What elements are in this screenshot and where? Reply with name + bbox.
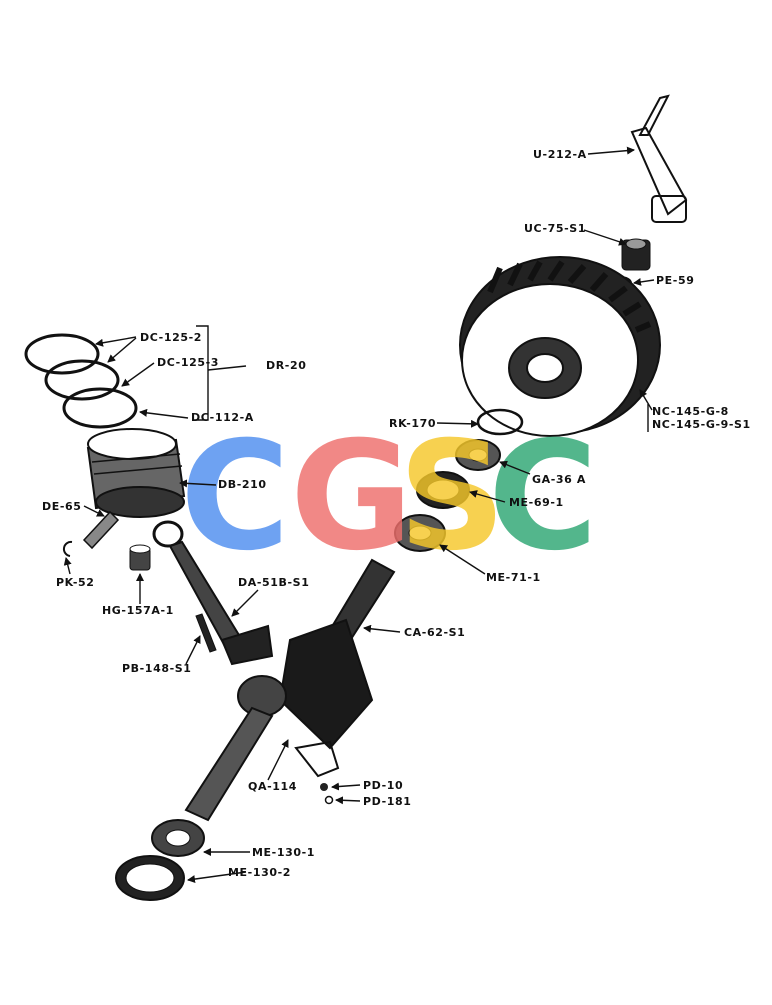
label-hg-157a-1: HG-157A-1 [102,604,174,617]
part-labels: U-212-A UC-75-S1 PE-59 NC-145-G-8 NC-145… [42,148,751,879]
label-dc-112-a: DC-112-A [191,411,254,424]
label-pd-10: PD-10 [363,779,403,792]
oil-dipper [294,740,340,778]
label-db-210: DB-210 [218,478,267,491]
label-nc-145-g-8: NC-145-G-8 [652,405,729,418]
label-de-65: DE-65 [42,500,82,513]
label-me-69-1: ME-69-1 [509,496,564,509]
roller-bearing [394,514,446,552]
screw [320,783,328,791]
label-nc-145-g-9-s1: NC-145-G-9-S1 [652,418,751,431]
label-pb-148-s1: PB-148-S1 [122,662,192,675]
label-uc-75-s1: UC-75-S1 [524,222,586,235]
crank-handle [630,94,688,223]
lower-roller-bearing [151,819,205,857]
crankshaft [184,558,396,822]
connecting-rod [152,520,274,666]
piston [86,428,186,518]
label-ca-62-s1: CA-62-S1 [404,626,465,639]
label-u-212-a: U-212-A [533,148,587,161]
label-da-51b-s1: DA-51B-S1 [238,576,309,589]
watermark: C G S C [180,410,598,584]
label-dr-20: DR-20 [266,359,306,372]
leader-lines [63,146,655,884]
watermark-letter-c2: C [488,410,598,584]
parts-drawing [24,94,688,901]
label-me-130-1: ME-130-1 [252,846,315,859]
connecting-rod-bolt [195,613,217,653]
label-ga-36a: GA-36 A [532,473,586,486]
lock-washer-small [324,795,334,805]
retainer-clip [62,540,73,557]
label-dc-125-2: DC-125-2 [140,331,202,344]
nut [621,238,651,271]
label-rk-170: RK-170 [389,417,436,430]
label-pd-181: PD-181 [363,795,412,808]
watermark-letter-g: G [290,410,413,584]
label-me-130-2: ME-130-2 [228,866,291,879]
bearing-cup [416,471,470,509]
piston-rings [24,333,138,429]
label-pk-52: PK-52 [56,576,95,589]
flywheel [459,256,661,437]
lower-bearing-cup [115,855,185,901]
watermark-letter-c1: C [180,410,290,584]
label-dc-125-3: DC-125-3 [157,356,219,369]
label-pe-59: PE-59 [656,274,694,287]
label-qa-114: QA-114 [248,780,297,793]
bearing-cone [455,439,501,471]
connecting-rod-bushing [129,544,151,571]
label-me-71-1: ME-71-1 [486,571,541,584]
piston-pin [82,510,120,550]
